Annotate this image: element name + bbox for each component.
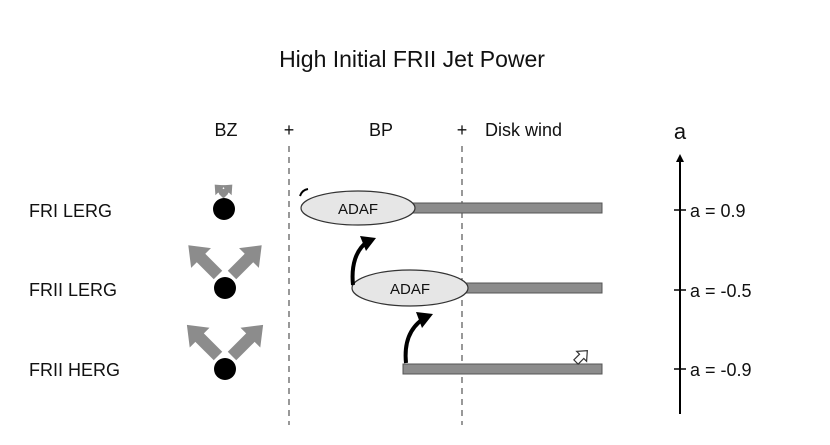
adaf-ellipse: [300, 190, 416, 226]
arrowhead-icon: [360, 236, 376, 251]
jet-arrow-icon: [227, 245, 262, 280]
jet-arrow-icon: [227, 324, 264, 361]
black-hole-icon: [214, 358, 236, 380]
adaf-label: ADAF: [338, 201, 378, 218]
jet-arrow-icon: [188, 245, 223, 280]
black-hole-icon: [213, 198, 235, 220]
jet-arrow-icon: [186, 324, 223, 361]
tick-label-spin: a = -0.9: [690, 360, 752, 380]
small-curl-icon: [299, 188, 309, 197]
row-label-fri-lerg: FRI LERG: [29, 201, 112, 221]
accretion-disk-bar: [454, 282, 603, 294]
tick-label-spin: a = 0.9: [690, 201, 746, 221]
header-disk-wind: Disk wind: [485, 120, 562, 140]
adaf-ellipse: [351, 269, 469, 307]
transition-arrow-icon: [403, 317, 425, 364]
adaf-label: ADAF: [390, 281, 430, 298]
header-bz: BZ: [214, 120, 237, 140]
black-hole-icon: [214, 277, 236, 299]
header-plus-1: +: [284, 120, 295, 140]
diagram-title: High Initial FRII Jet Power: [279, 46, 545, 72]
row-label-frii-herg: FRII HERG: [29, 360, 120, 380]
jet-arrow-icon: [218, 184, 233, 199]
header-bp: BP: [369, 120, 393, 140]
row-label-frii-lerg: FRII LERG: [29, 280, 117, 300]
bz-jet-small: [214, 184, 233, 199]
disk-wind-arrow-icon: [573, 350, 588, 365]
bz-jet-medium: [188, 245, 262, 280]
tick-label-spin: a = -0.5: [690, 281, 752, 301]
arrowhead-icon: [416, 312, 433, 328]
accretion-disk-bar: [399, 202, 603, 214]
bz-jet-large: [186, 324, 264, 361]
accretion-disk-bar: [402, 363, 603, 375]
header-plus-2: +: [457, 120, 468, 140]
axis-name: a: [674, 119, 687, 144]
